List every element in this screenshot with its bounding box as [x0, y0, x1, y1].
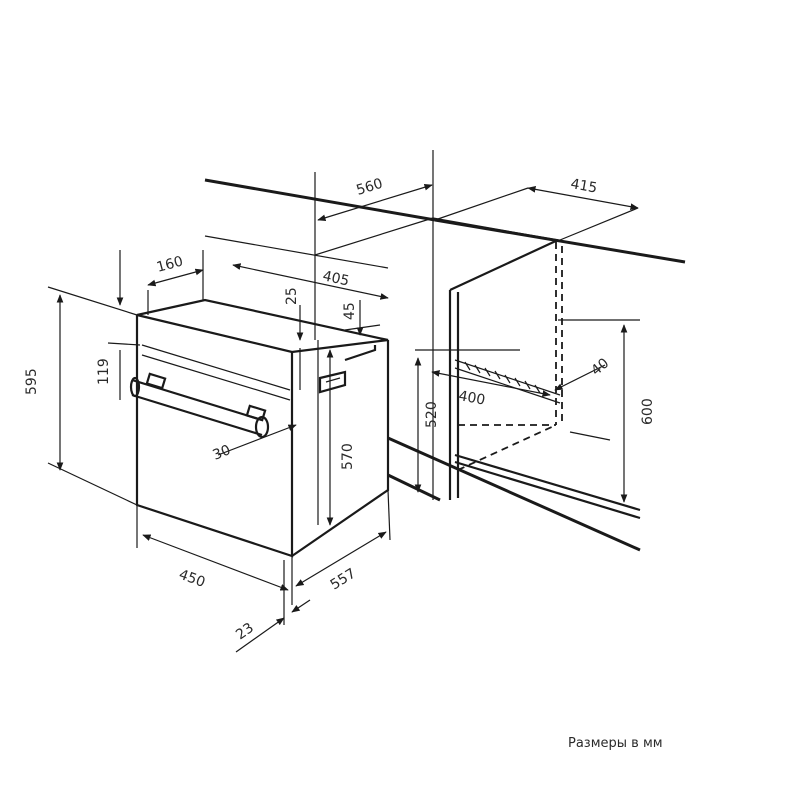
plinth-left-base [387, 473, 441, 502]
dim-40-label: 40 [588, 355, 612, 379]
niche-depth-ref [569, 431, 611, 441]
dim-45-label: 45 [342, 302, 358, 320]
dim-600-label: 600 [640, 398, 656, 425]
mounting-bracket [318, 370, 347, 394]
dim-560-label: 560 [354, 176, 384, 199]
dimension-labels: 560 415 160 405 25 45 595 119 30 570 520… [24, 176, 656, 644]
dim-415-label: 415 [569, 176, 598, 196]
dim-520-label: 520 [424, 401, 440, 428]
dim-557-label: 557 [328, 566, 359, 594]
dim-119-label: 119 [96, 358, 112, 385]
plinth-shelf-bottom [454, 460, 641, 520]
control-panel-line-2 [141, 354, 291, 401]
oven-unit [129, 298, 390, 558]
niche-top-back [314, 217, 434, 256]
installation-niche [204, 150, 686, 552]
oven-front-face [135, 315, 294, 558]
dim-595-label: 595 [24, 368, 40, 395]
hidden-line-c [457, 424, 557, 471]
dim-450-label: 450 [177, 567, 208, 591]
rear-notch [344, 345, 377, 362]
plinth-bottom-line [387, 436, 641, 552]
units-caption: Размеры в мм [568, 736, 663, 751]
dim-25-label: 25 [284, 287, 300, 305]
oven-handle [129, 372, 270, 439]
dim-160-label: 160 [155, 253, 185, 275]
right-panel-top [449, 239, 559, 291]
dim-30-label: 30 [211, 442, 234, 464]
mounting-bracket-slot [325, 377, 341, 383]
dimension-lines [47, 184, 639, 653]
dim-405-label: 405 [321, 268, 350, 289]
countertop-right-edge [434, 218, 686, 264]
dim-570-label: 570 [340, 443, 356, 470]
niche-top-right [432, 217, 559, 241]
dim-400-label: 400 [457, 388, 486, 408]
control-panel-line-1 [141, 344, 291, 391]
plinth-shelf-top [454, 453, 641, 512]
countertop-left-edge [204, 178, 436, 222]
